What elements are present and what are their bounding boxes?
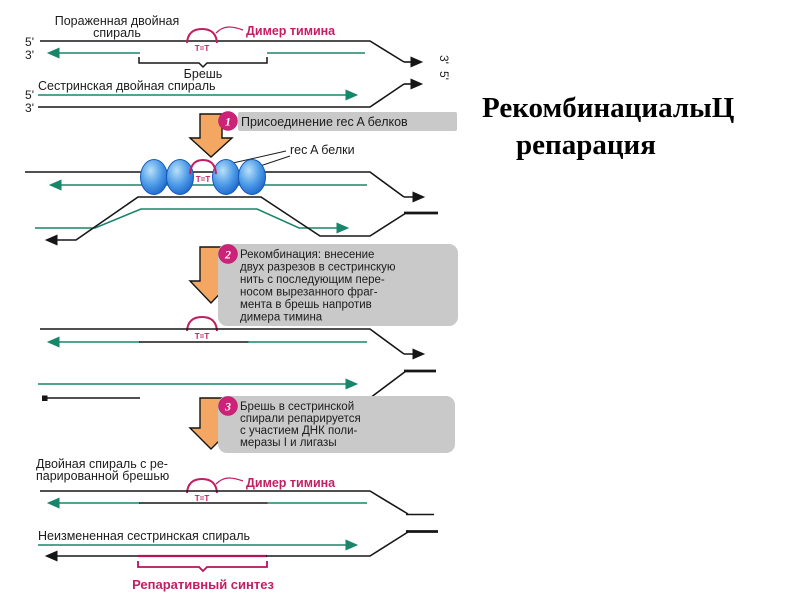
step-2-text-line5: мента в брешь напротив [240,299,372,311]
svg-text:T=T: T=T [195,44,210,53]
gap-label: Брешь [184,67,223,81]
reca-state-section: rec A белки T=T [25,143,438,246]
damaged-top-strand-3 [40,328,405,355]
dimer-leader-line [215,26,244,34]
three-prime-label: 3' [25,101,34,115]
step-3-text-line2: спирали репарируется [240,413,361,425]
svg-text:T=T: T=T [195,494,210,503]
five-prime-end-label: 5' [437,71,451,80]
step-2-badge [218,244,238,264]
repaired-helix-label-line2: парированной брешью [36,469,169,483]
step1-section: 1 Присоединение rec A белков [188,111,457,158]
step-3-badge [218,396,238,416]
reca-protein-icon [166,159,194,195]
thymine-dimer-label-final: Димер тимина [246,476,336,490]
sister-helix-label: Сестринская двойная спираль [38,79,216,93]
step-2-text-line3: нить с последующим пере- [240,274,385,286]
post-recombination-section: T=T [38,315,436,401]
step-3-text-line4: меразы I и лигазы [240,437,337,449]
reca-protein-icon [212,159,240,195]
step-2-box [218,244,458,326]
step-3-box [218,396,455,453]
sister-bottom-strand [38,83,405,108]
thymine-dimer-label: Димер тимина [246,24,336,38]
sister-black-strand-bulge [50,196,407,241]
step-3-text-line3: с участием ДНК поли- [240,425,358,437]
five-prime-label: 5' [25,35,34,49]
reca-protein-icon [238,159,266,195]
step-3-number: 3 [224,400,231,414]
repaired-top-strand [40,490,409,515]
slide-title-line1: РекомбинациалыЦ [482,92,735,124]
step-1-number: 1 [225,115,231,129]
final-state-section: Двойная спираль с ре- парированной брешь… [36,457,438,592]
repair-synthesis-label: Репаративный синтез [132,577,274,592]
three-prime-label: 3' [25,48,34,62]
initial-state-section: Пораженная двойная спираль 5' 3' T=T Дим… [25,14,451,115]
step3-section: 3 Брешь в сестринской спирали репарирует… [188,396,455,453]
dimer-leader-line-2 [215,477,244,485]
thymine-dimer-icon: T=T [186,477,218,503]
step-1-text: Присоединение rec A белков [241,115,408,129]
thymine-dimer-icon: T=T [189,158,217,184]
unchanged-sister-label: Неизмененная сестринская спираль [38,529,250,543]
step-2-number: 2 [224,248,231,262]
strand-end-cap [42,395,48,401]
step-3-text-line1: Брешь в сестринской [240,401,354,413]
svg-text:T=T: T=T [195,332,210,341]
step-1-badge [218,111,238,131]
damaged-top-strand [40,40,405,63]
reca-proteins-label: rec A белки [290,143,355,157]
three-prime-end-label: 3' [437,55,451,64]
diagram-canvas: Пораженная двойная спираль 5' 3' T=T Дим… [25,14,458,592]
five-prime-label: 5' [25,88,34,102]
reca-protein-icon [140,159,168,195]
step-2-text-line1: Рекомбинация: внесение [240,249,374,261]
gap-bracket [138,57,268,69]
slide-title: РекомбинациалыЦ репарация [482,90,792,164]
thymine-dimer-icon: T=T [186,315,218,341]
repaired-helix-label-line1: Двойная спираль с ре- [36,457,168,471]
damaged-helix-label-line2: спираль [93,26,141,40]
step-2-text-line2: двух разрезов в сестринскую [240,262,396,274]
svg-text:T=T: T=T [196,175,211,184]
damaged-helix-label-line1: Пораженная двойная [55,14,180,28]
step-2-text-line6: димера тимина [240,312,323,324]
sister-bottom-strand-right [266,531,409,557]
synthesis-bracket [137,561,268,573]
slide-title-line2: репарация [516,129,656,161]
step-1-box [238,112,457,131]
damaged-top-strand-2 [25,171,405,198]
sister-green-strand-bulge [35,208,350,234]
step-2-text-line4: носом вырезанного фраг- [240,287,378,299]
step2-section: 2 Рекомбинация: внесение двух разрезов в… [188,244,458,326]
thymine-dimer-icon: T=T [186,27,218,53]
